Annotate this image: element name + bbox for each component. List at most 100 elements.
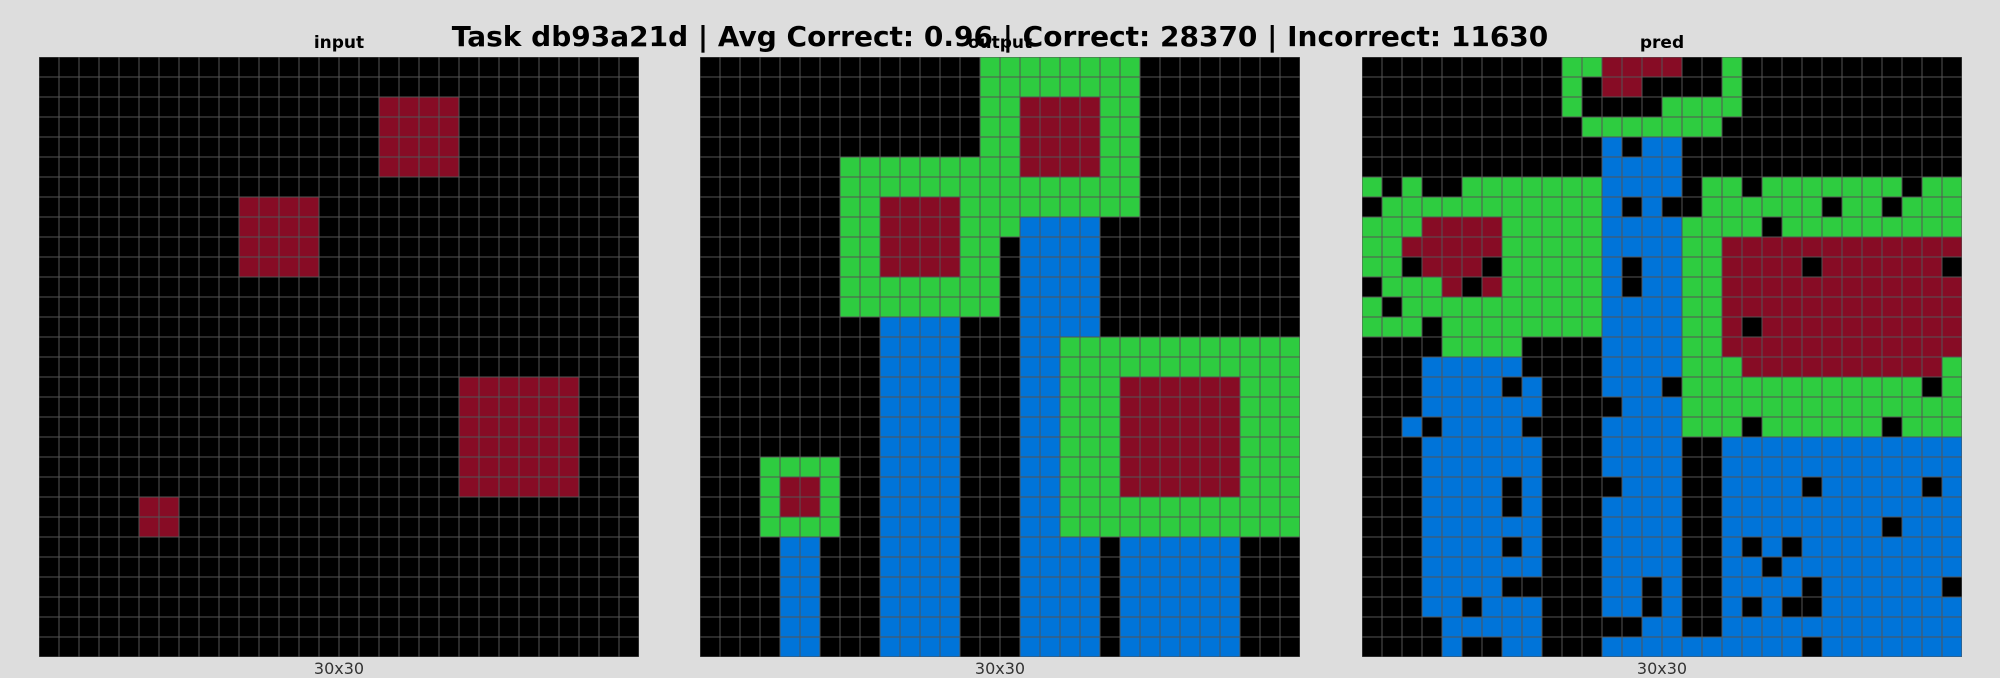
grid-cell (1582, 77, 1602, 97)
grid-cell (940, 417, 960, 437)
grid-cell (1562, 97, 1582, 117)
grid-cell (499, 137, 519, 157)
grid-cell (39, 297, 59, 317)
grid-cell (1000, 57, 1020, 77)
grid-cell (79, 537, 99, 557)
grid-cell (1742, 497, 1762, 517)
grid-cell (119, 577, 139, 597)
grid-cell (1642, 557, 1662, 577)
grid-cell (840, 157, 860, 177)
grid-cell (1160, 217, 1180, 237)
grid-cell (259, 337, 279, 357)
grid-cell (1120, 477, 1140, 497)
grid-cell (1220, 637, 1240, 657)
grid-cell (1362, 97, 1382, 117)
grid-cell (840, 337, 860, 357)
grid-cell (760, 157, 780, 177)
grid-cell (1782, 457, 1802, 477)
grid-cell (860, 317, 880, 337)
grid-cell (239, 477, 259, 497)
grid-cell (1100, 217, 1120, 237)
grid-cell (1802, 557, 1822, 577)
grid-cell (99, 497, 119, 517)
grid-cell (59, 317, 79, 337)
grid-cell (1280, 337, 1300, 357)
grid-cell (159, 117, 179, 137)
grid-cell (1462, 377, 1482, 397)
grid-cell (1100, 357, 1120, 377)
grid-cell (1902, 417, 1922, 437)
grid-cell (499, 557, 519, 577)
grid-cell (1442, 477, 1462, 497)
grid-cell (760, 97, 780, 117)
grid-cell (720, 77, 740, 97)
grid-cell (119, 317, 139, 337)
grid-cell (379, 57, 399, 77)
grid-cell (820, 537, 840, 557)
grid-cell (1922, 197, 1942, 217)
grid-cell (1662, 577, 1682, 597)
grid-cell (1280, 437, 1300, 457)
grid-cell (1742, 457, 1762, 477)
grid-cell (419, 377, 439, 397)
grid-cell (279, 637, 299, 657)
grid-cell (1482, 597, 1502, 617)
grid-cell (439, 497, 459, 517)
grid-cell (1220, 77, 1240, 97)
grid-cell (1762, 337, 1782, 357)
grid-cell (359, 57, 379, 77)
grid-cell (419, 117, 439, 137)
grid-cell (559, 237, 579, 257)
grid-cell (900, 637, 920, 657)
grid-cell (1382, 197, 1402, 217)
grid-cell (119, 257, 139, 277)
grid-cell (1160, 537, 1180, 557)
grid-cell (980, 277, 1000, 297)
grid-cell (800, 537, 820, 557)
grid-cell (1120, 497, 1140, 517)
grid-cell (760, 297, 780, 317)
grid-cell (1080, 177, 1100, 197)
grid-cell (279, 277, 299, 297)
grid-cell (79, 157, 99, 177)
grid-cell (1040, 357, 1060, 377)
grid-cell (1260, 437, 1280, 457)
grid-cell (960, 157, 980, 177)
grid-cell (1862, 377, 1882, 397)
grid-cell (1120, 377, 1140, 397)
grid-cell (559, 537, 579, 557)
grid-cell (1642, 397, 1662, 417)
grid-cell (860, 257, 880, 277)
grid-cell (419, 557, 439, 577)
grid-cell (59, 97, 79, 117)
grid-cell (419, 137, 439, 157)
grid-cell (1482, 177, 1502, 197)
grid-cell (1582, 457, 1602, 477)
pred-grid (1362, 57, 1962, 657)
grid-cell (720, 57, 740, 77)
grid-cell (1100, 297, 1120, 317)
grid-cell (1140, 357, 1160, 377)
grid-cell (99, 457, 119, 477)
grid-cell (1140, 497, 1160, 517)
grid-cell (1240, 177, 1260, 197)
grid-cell (79, 257, 99, 277)
grid-cell (539, 157, 559, 177)
grid-cell (1582, 397, 1602, 417)
grid-cell (1100, 437, 1120, 457)
grid-cell (379, 397, 399, 417)
grid-cell (760, 337, 780, 357)
grid-cell (1482, 197, 1502, 217)
grid-cell (1562, 157, 1582, 177)
grid-cell (1942, 197, 1962, 217)
grid-cell (1782, 177, 1802, 197)
grid-cell (1120, 57, 1140, 77)
grid-cell (1782, 137, 1802, 157)
grid-cell (1722, 337, 1742, 357)
grid-cell (1922, 577, 1942, 597)
grid-cell (599, 497, 619, 517)
grid-cell (1682, 217, 1702, 237)
grid-cell (1140, 317, 1160, 337)
grid-cell (1362, 137, 1382, 157)
grid-cell (599, 397, 619, 417)
